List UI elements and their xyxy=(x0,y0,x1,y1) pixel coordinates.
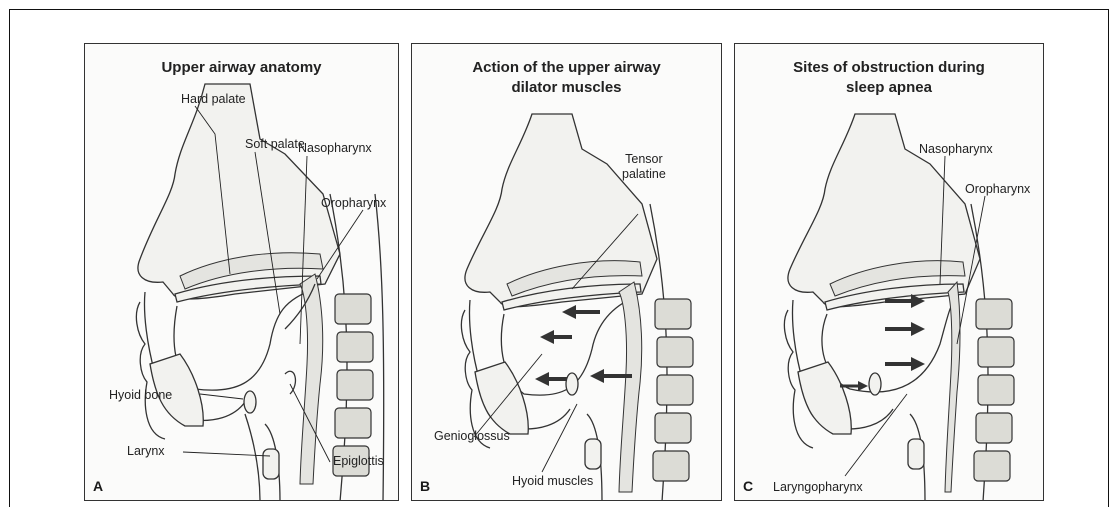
tensor-palatine-label: Tensor palatine xyxy=(622,152,666,182)
nasopharynx-label: Nasopharynx xyxy=(298,141,372,156)
panel-b-dilator-muscles: Action of the upper airway dilator muscl… xyxy=(411,43,722,501)
laryngopharynx-label: Laryngopharynx xyxy=(773,480,863,495)
nasopharynx-label-c: Nasopharynx xyxy=(919,142,993,157)
epiglottis-label: Epiglottis xyxy=(333,454,384,469)
oropharynx-label: Oropharynx xyxy=(321,196,386,211)
panel-c-letter: C xyxy=(743,478,753,494)
hard-palate-label: Hard palate xyxy=(181,92,246,107)
head-neck-sagittal-illustration-a xyxy=(85,44,399,501)
panel-c-sites-of-obstruction: Sites of obstruction during sleep apnea … xyxy=(734,43,1044,501)
larynx-label: Larynx xyxy=(127,444,165,459)
panel-a-upper-airway-anatomy: Upper airway anatomy Hard palate Soft pa… xyxy=(84,43,399,501)
genioglossus-label: Genioglossus xyxy=(434,429,510,444)
panel-c-title: Sites of obstruction during sleep apnea xyxy=(735,58,1043,98)
hyoid-bone-label: Hyoid bone xyxy=(109,388,172,403)
panel-b-letter: B xyxy=(420,478,430,494)
soft-palate-label: Soft palate xyxy=(245,137,305,152)
panel-a-title: Upper airway anatomy xyxy=(85,58,398,78)
hyoid-muscles-label: Hyoid muscles xyxy=(512,474,593,489)
panel-b-title: Action of the upper airway dilator muscl… xyxy=(412,58,721,98)
head-neck-sagittal-illustration-c xyxy=(735,44,1044,501)
panel-a-letter: A xyxy=(93,478,103,494)
oropharynx-label-c: Oropharynx xyxy=(965,182,1030,197)
